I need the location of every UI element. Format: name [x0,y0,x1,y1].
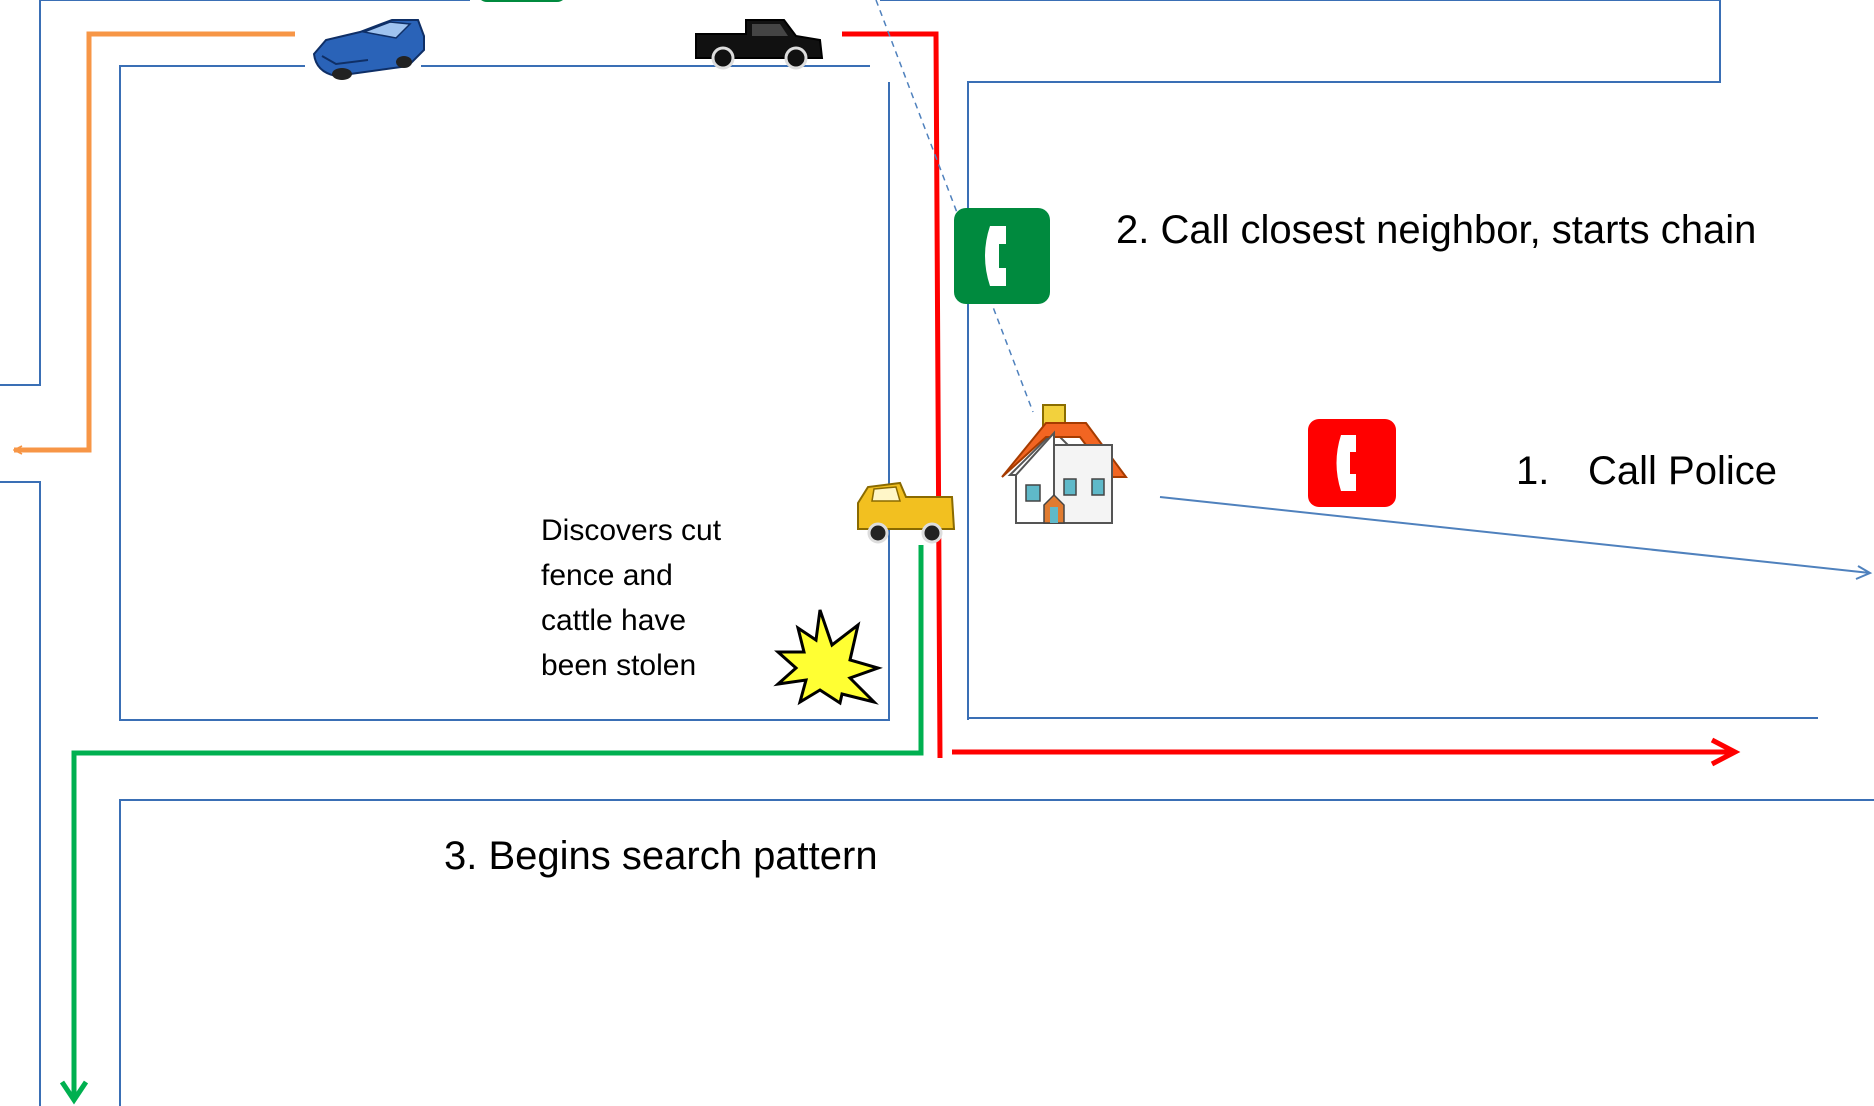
road-edge-left-lower [0,481,41,1106]
road-edge-top-left [0,0,470,386]
blue-car-icon [312,19,425,80]
step3-label: 3. Begins search pattern [444,834,878,878]
black-pickup-truck-icon [695,19,824,70]
green-route-arrow [59,545,924,1105]
house-icon [1001,404,1128,524]
green-telephone-icon-top [481,0,563,2]
orange-route-arrow [14,31,295,450]
green-telephone-icon [954,208,1050,304]
yellow-pickup-truck-icon [857,481,956,544]
discovery-note-line: Discovers cut [541,514,722,547]
discovery-note-line: cattle have [541,604,687,637]
block-left-top [119,65,890,721]
red-telephone-icon [1308,419,1396,507]
step1-number: 1. [1516,449,1550,493]
block-bottom [119,799,1874,1106]
discovery-note-line: been stolen [541,649,697,682]
step1-label: Call Police [1588,449,1777,493]
red-route-arrow [842,31,1741,767]
explosion-burst-icon [773,609,883,706]
phone-chain-dashed-line [875,0,1034,413]
road-edge-top-right [880,0,1818,719]
discovery-note-line: fence and [541,559,673,592]
call-police-line [1159,496,1873,580]
step2-label: 2. Call closest neighbor, starts chain [1116,208,1757,252]
discovery-note: Discovers cut fence and cattle have been… [541,508,771,688]
